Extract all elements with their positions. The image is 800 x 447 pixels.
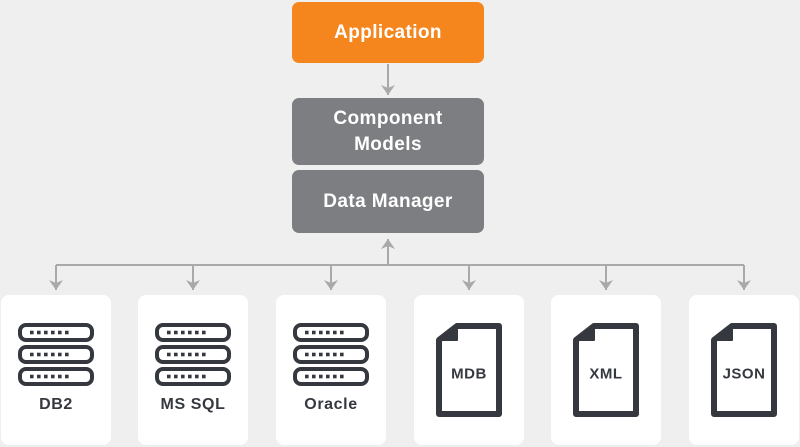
node-data-manager: Data Manager bbox=[292, 170, 484, 233]
card-ms-sql: MS SQL bbox=[138, 295, 248, 445]
database-icon bbox=[293, 323, 369, 386]
card-json: JSON bbox=[689, 295, 799, 445]
document-icon bbox=[436, 323, 502, 417]
node-application: Application bbox=[292, 2, 484, 63]
document-icon-wrap: JSON bbox=[710, 322, 778, 423]
card-mdb: MDB bbox=[414, 295, 524, 445]
card-xml-label: XML bbox=[589, 365, 623, 382]
card-oracle: Oracle bbox=[276, 295, 386, 445]
database-icon bbox=[155, 323, 231, 386]
card-oracle-label: Oracle bbox=[304, 396, 358, 413]
node-component-models: Component Models bbox=[292, 98, 484, 165]
card-db2-label: DB2 bbox=[39, 396, 73, 413]
node-component-models-label: Component Models bbox=[333, 108, 443, 155]
database-icon bbox=[18, 323, 94, 386]
document-icon-wrap: MDB bbox=[435, 322, 503, 423]
node-application-label: Application bbox=[334, 21, 442, 43]
card-json-label: JSON bbox=[722, 365, 766, 382]
card-db2: DB2 bbox=[1, 295, 111, 445]
card-mdb-label: MDB bbox=[451, 365, 487, 382]
document-icon bbox=[711, 323, 777, 417]
document-icon-wrap: XML bbox=[572, 322, 640, 423]
card-ms-sql-label: MS SQL bbox=[160, 396, 226, 413]
card-xml: XML bbox=[551, 295, 661, 445]
node-data-manager-label: Data Manager bbox=[323, 190, 453, 212]
document-icon bbox=[573, 323, 639, 417]
